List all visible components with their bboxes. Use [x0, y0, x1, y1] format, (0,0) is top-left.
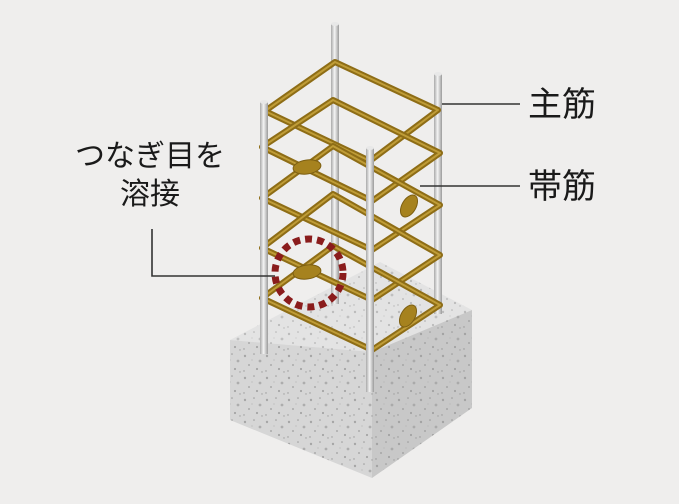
- weld-highlight-circle: [271, 235, 347, 311]
- weld-joint: [398, 304, 418, 328]
- leader-weld: [151, 229, 275, 277]
- weld-joint: [292, 264, 322, 280]
- rebar-rod-right: [434, 74, 442, 314]
- label-weld-line2: 溶接: [120, 177, 180, 212]
- main-rebars-back: [331, 22, 442, 314]
- label-main-rebar: 主筋: [528, 85, 596, 125]
- rebar-rod-back: [331, 24, 339, 304]
- label-weld-line1: つなぎ目を: [75, 139, 225, 174]
- rebar-rod-left: [260, 102, 268, 354]
- rebar-rod-front: [366, 148, 374, 392]
- weld-joint: [292, 159, 322, 175]
- concrete-footing: [230, 262, 472, 478]
- hoop-ring: [259, 97, 443, 204]
- hoops: [259, 59, 443, 353]
- main-rebars-front: [260, 100, 374, 392]
- weld-joints: [292, 159, 419, 328]
- weld-joint: [399, 194, 419, 218]
- hoop-ring: [259, 191, 443, 303]
- leader-lines: [151, 103, 520, 277]
- hoop-ring: [259, 243, 443, 353]
- label-hoop-rebar: 帯筋: [528, 167, 596, 207]
